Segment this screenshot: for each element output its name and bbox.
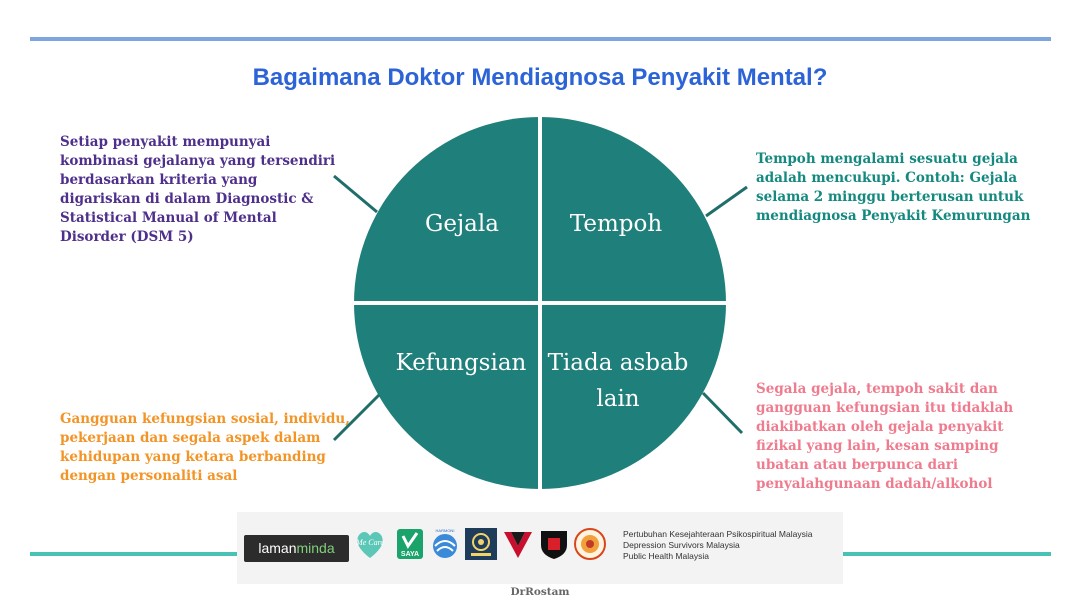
org-name: Pertubuhan Kesejahteraan Psikospiritual … (623, 529, 813, 539)
organization-list: Pertubuhan Kesejahteraan Psikospiritual … (623, 529, 838, 562)
connector-bottom-left (332, 393, 381, 442)
lamanminda-logo-accent: minda (296, 540, 335, 556)
saya-logo: SAYA (397, 529, 423, 559)
saya-logo-text: SAYA (401, 551, 419, 558)
lamanminda-logo: lamanminda (244, 535, 349, 562)
mecare-logo: Me Care (355, 532, 384, 558)
harmoni-logo-text: HARMONI (436, 528, 455, 533)
connector-top-right (705, 185, 748, 218)
connector-bottom-right (701, 391, 744, 435)
org-name: Public Health Malaysia (623, 551, 709, 561)
quadrant-label-tiada-asbab: Tiada asbab (548, 350, 689, 376)
partner-logo-strip: lamanminda Me Care SAYA HARMONI Pertubuh… (237, 512, 843, 584)
quadrant-label-gejala: Gejala (425, 211, 499, 237)
mecare-logo-text: Me Care (355, 538, 384, 547)
note-kefungsian: Gangguan kefungsian sosial, individu, pe… (60, 411, 350, 484)
connector-top-left (333, 174, 378, 214)
quadrant-label-kefungsian: Kefungsian (396, 350, 527, 376)
emblem-logo (465, 528, 497, 560)
note-tiada-asbab: Segala gejala, tempoh sakit dan gangguan… (756, 381, 1014, 492)
note-gejala: Setiap penyakit mempunyai kombinasi geja… (60, 134, 336, 245)
top-divider (30, 37, 1051, 41)
org-name: Depression Survivors Malaysia (623, 540, 740, 550)
bottom-divider-right (842, 552, 1051, 556)
quadrant-label-tempoh: Tempoh (570, 211, 663, 237)
shield-logo (541, 531, 567, 559)
bottom-divider-left (30, 552, 238, 556)
page-title: Bagaimana Doktor Mendiagnosa Penyakit Me… (252, 64, 828, 91)
author-credit: DrRostam (510, 586, 570, 598)
note-tempoh: Tempoh mengalami sesuatu gejala adalah m… (756, 151, 1031, 224)
lamanminda-logo-text: laman (258, 540, 297, 556)
heart-v-logo (504, 532, 532, 558)
seal-logo (574, 528, 606, 560)
quadrant-label-lain: lain (596, 386, 639, 412)
harmoni-logo: HARMONI (433, 528, 457, 558)
